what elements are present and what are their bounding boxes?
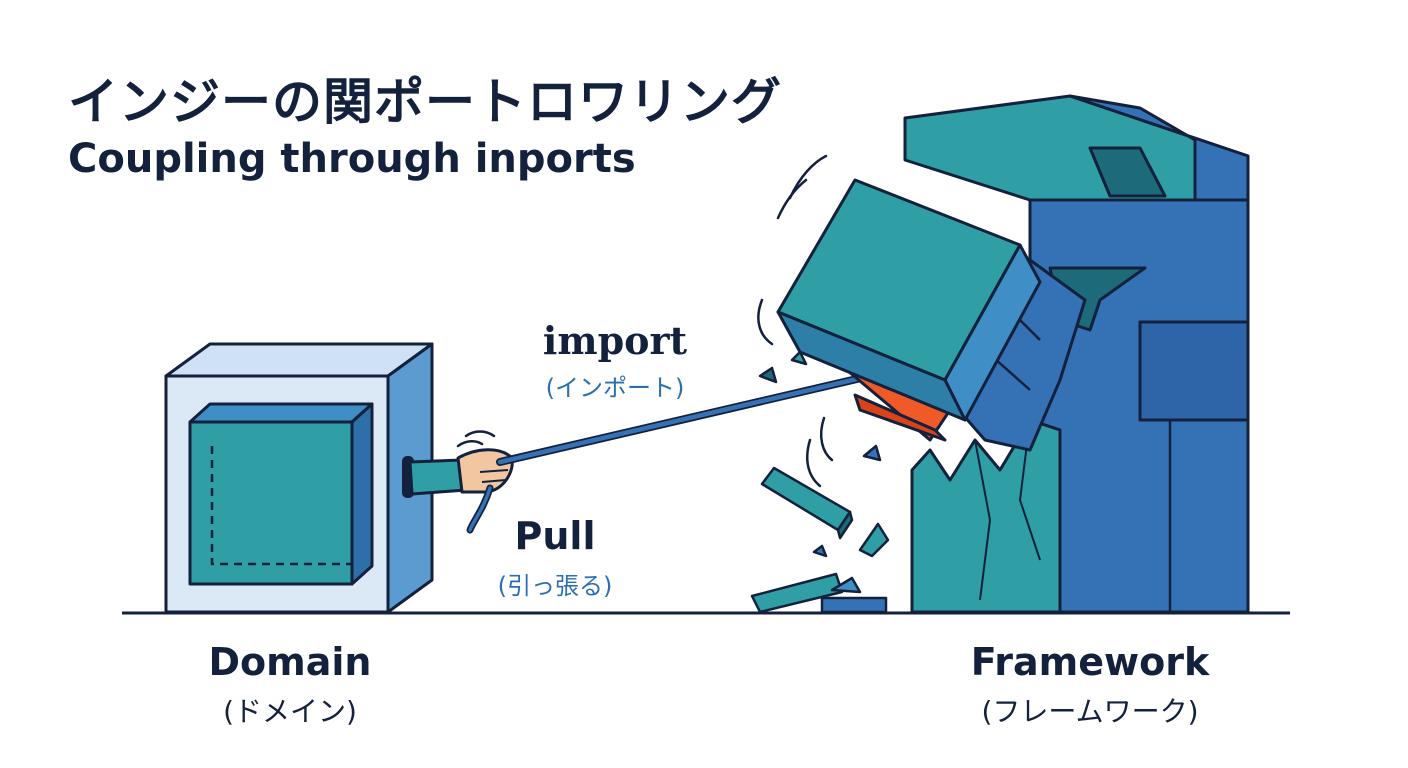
framework-label: Framework: [970, 640, 1210, 684]
debris: [750, 350, 890, 614]
domain-box: [164, 342, 434, 614]
page-subtitle: Coupling through inports: [68, 136, 636, 182]
tilting-block: [776, 178, 1087, 452]
import-label: import: [542, 318, 688, 363]
pull-label-jp: (引っ張る): [497, 572, 613, 600]
hand-motion-lines: [456, 430, 496, 448]
framework-tower: [903, 94, 1250, 614]
block-motion-lines: [757, 154, 834, 488]
pull-label: Pull: [514, 514, 596, 558]
framework-label-jp: (フレームワーク): [981, 695, 1199, 728]
domain-label-jp: (ドメイン): [223, 695, 357, 728]
domain-label: Domain: [208, 640, 372, 684]
page-title: インジーの関ポートロワリング: [68, 73, 782, 131]
import-label-jp: (インポート): [545, 374, 685, 402]
